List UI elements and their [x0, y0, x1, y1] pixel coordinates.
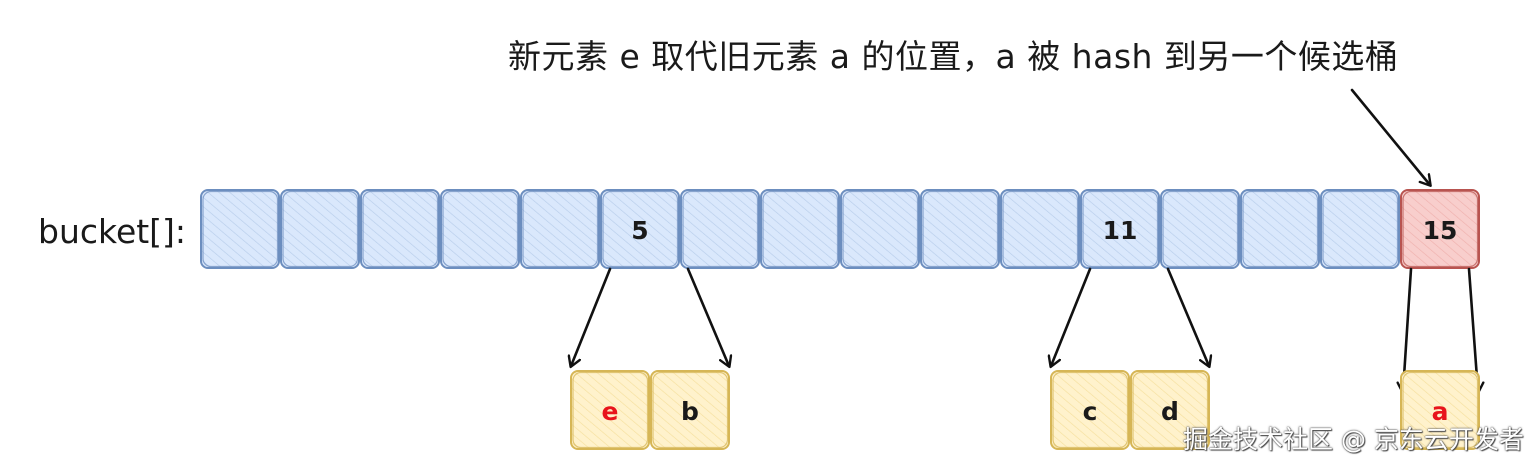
chain-item-c — [1050, 370, 1130, 450]
bucket-cell-4 — [520, 189, 600, 269]
bucket-label-5: 5 — [631, 216, 648, 245]
bucket-label-11: 11 — [1103, 216, 1138, 245]
chain-item-label-e: e — [602, 397, 619, 426]
bucket-cell-2 — [360, 189, 440, 269]
bucket-cell-13 — [1240, 189, 1320, 269]
bucket-cell-7 — [760, 189, 840, 269]
bucket-cell-0 — [200, 189, 280, 269]
bucket-cell-14 — [1320, 189, 1400, 269]
chain-item-b — [650, 370, 730, 450]
bucket-cell-9 — [920, 189, 1000, 269]
chain-item-a — [1400, 370, 1480, 450]
arrow-bucket-11-0 — [1051, 267, 1092, 366]
diagram-caption: 新元素 e 取代旧元素 a 的位置，a 被 hash 到另一个候选桶 — [508, 37, 1399, 76]
chain-item-d — [1130, 370, 1210, 450]
chain-item-label-a: a — [1432, 397, 1449, 426]
arrow-bucket-5-0 — [571, 267, 612, 366]
bucket-array-label: bucket[]: — [38, 212, 187, 251]
bucket-cell-5 — [600, 189, 680, 269]
watermark: 掘金技术社区 @ 京东云开发者 — [1183, 425, 1524, 454]
bucket-cell-3 — [440, 189, 520, 269]
bucket-cell-11 — [1080, 189, 1160, 269]
arrow-bucket-11-1 — [1166, 267, 1209, 366]
bucket-cell-12 — [1160, 189, 1240, 269]
chain-item-label-d: d — [1161, 397, 1179, 426]
caption-pointer-arrow — [1350, 88, 1430, 185]
bucket-cell-8 — [840, 189, 920, 269]
bucket-cell-6 — [680, 189, 760, 269]
chain-item-label-b: b — [681, 397, 699, 426]
bucket-cell-15 — [1400, 189, 1480, 269]
chain-item-e — [570, 370, 650, 450]
bucket-cell-1 — [280, 189, 360, 269]
chain-item-label-c: c — [1083, 397, 1098, 426]
arrow-bucket-5-1 — [686, 267, 729, 366]
bucket-label-15: 15 — [1423, 216, 1458, 245]
bucket-cell-10 — [1000, 189, 1080, 269]
